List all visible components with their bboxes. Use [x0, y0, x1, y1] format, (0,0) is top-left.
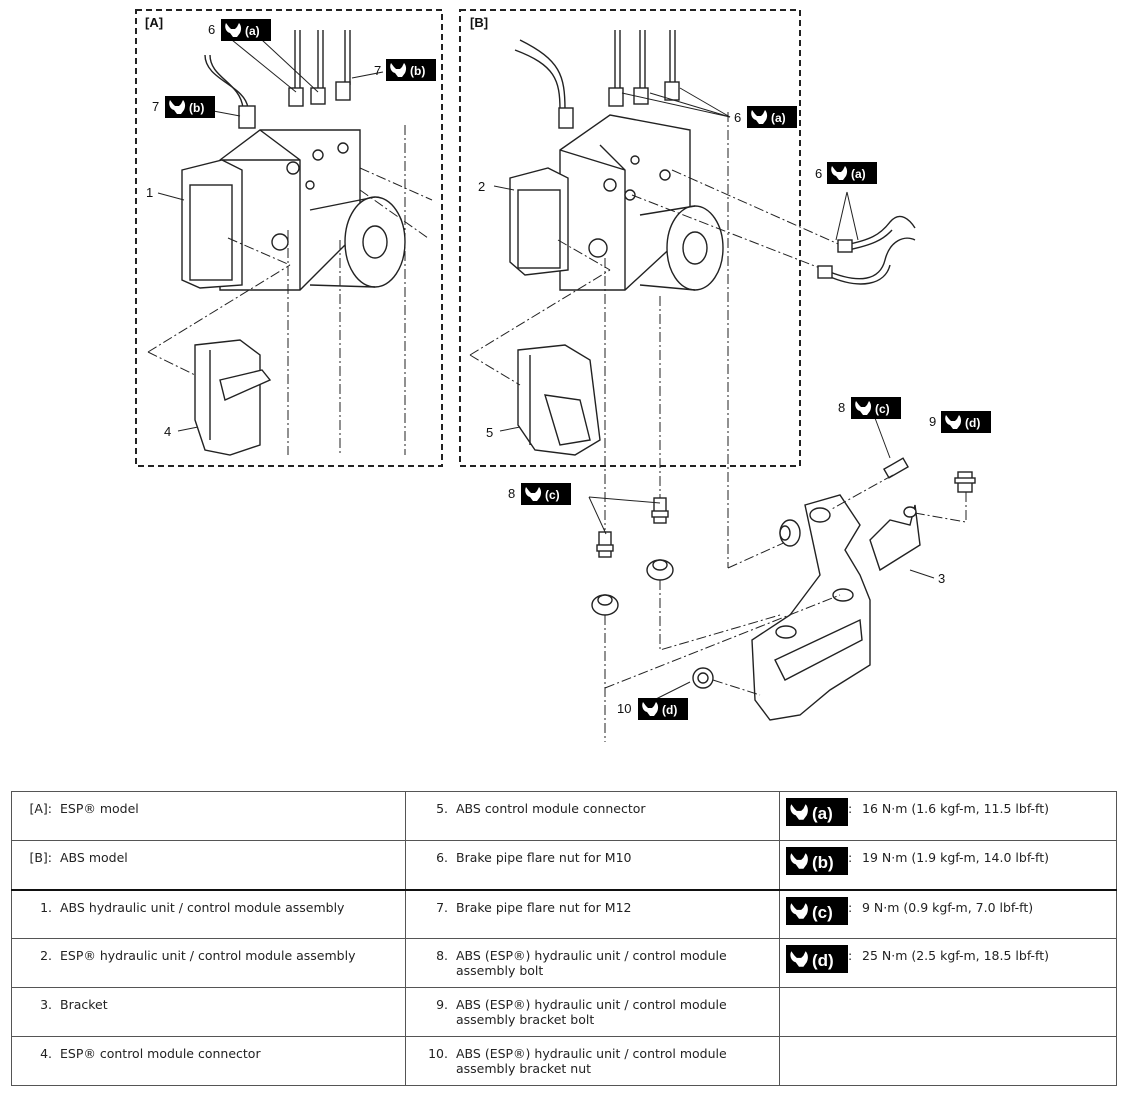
external-brake-pipes [817, 215, 916, 285]
callout-2: 2 [478, 179, 485, 194]
legend-row: [B]:ABS model 6.Brake pipe flare nut for… [11, 840, 1117, 890]
svg-text:(d): (d) [812, 951, 834, 970]
abs-control-module-connector [517, 344, 601, 456]
svg-text:(b): (b) [189, 101, 204, 115]
svg-text:8: 8 [508, 486, 515, 501]
legend-row: 2.ESP® hydraulic unit / control module a… [11, 938, 1117, 988]
legend-row: 4.ESP® control module connector 10.ABS (… [11, 1036, 1117, 1086]
callout-1: 1 [146, 185, 153, 200]
panel-a-label: [A] [145, 15, 163, 30]
svg-text:(b): (b) [410, 64, 425, 78]
svg-text:(a): (a) [851, 167, 866, 181]
callout-5: 5 [486, 425, 493, 440]
svg-text:6: 6 [815, 166, 822, 181]
svg-text:(c): (c) [812, 903, 833, 922]
svg-text:(a): (a) [245, 24, 260, 38]
callout-10d: 10 (d) [617, 698, 688, 720]
svg-text:7: 7 [152, 99, 159, 114]
callout-8c-grommets: 8 (c) [508, 483, 571, 505]
svg-text:(a): (a) [812, 804, 833, 823]
callout-6a-b: 6 (a) [734, 106, 797, 128]
callout-7b-right-a: 7 (b) [374, 59, 436, 81]
callout-4: 4 [164, 424, 171, 439]
panel-a-frame [135, 9, 443, 467]
svg-text:(a): (a) [771, 111, 786, 125]
svg-text:(d): (d) [662, 703, 677, 717]
esp-control-module-connector [194, 339, 272, 456]
legend-row: 3.Bracket 9.ABS (ESP®) hydraulic unit / … [11, 987, 1117, 1037]
callout-7b-left-a: 7 (b) [152, 96, 215, 118]
exploded-diagram: [A] [B] [135, 9, 991, 742]
svg-text:8: 8 [838, 400, 845, 415]
panel-b-label: [B] [470, 15, 488, 30]
svg-text:7: 7 [374, 63, 381, 78]
grommets-and-bolts [591, 457, 976, 689]
torque-b-icon: (b) [786, 847, 848, 875]
legend-row: [A]:ESP® model 5.ABS control module conn… [11, 791, 1117, 841]
panel-b-frame [459, 9, 801, 467]
svg-text:(c): (c) [875, 402, 890, 416]
legend-row: 1.ABS hydraulic unit / control module as… [11, 888, 1117, 939]
torque-a-icon: (a) [786, 798, 848, 826]
callout-3: 3 [938, 571, 945, 586]
svg-text:(b): (b) [812, 853, 834, 872]
torque-c-icon: (c) [786, 896, 848, 925]
legend-table: [A]:ESP® model 5.ABS control module conn… [11, 791, 1117, 1086]
callout-6a-pipes: 6 (a) [815, 162, 877, 184]
callout-8c-bracket: 8 (c) [838, 397, 901, 419]
esp-hydraulic-unit [181, 30, 406, 291]
bracket [751, 494, 921, 721]
svg-text:(c): (c) [545, 488, 560, 502]
svg-text:(d): (d) [965, 416, 980, 430]
svg-text:6: 6 [208, 22, 215, 37]
svg-text:6: 6 [734, 110, 741, 125]
torque-d-icon: (d) [786, 945, 848, 973]
abs-hydraulic-unit [509, 30, 724, 291]
svg-text:10: 10 [617, 701, 631, 716]
callout-6a-top-a: 6 (a) [208, 19, 271, 41]
callout-9d: 9 (d) [929, 411, 991, 433]
svg-text:9: 9 [929, 414, 936, 429]
